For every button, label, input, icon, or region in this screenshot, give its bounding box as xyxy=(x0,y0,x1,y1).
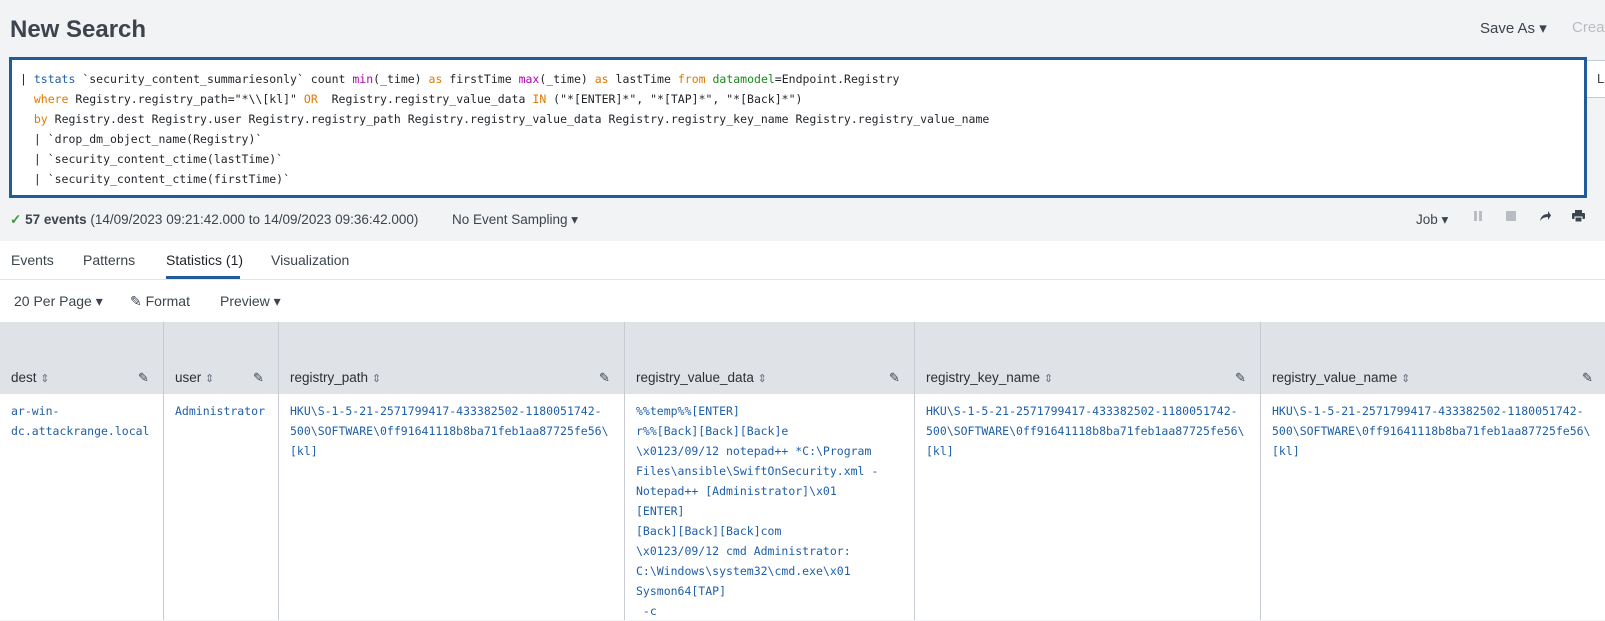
query-text xyxy=(20,92,34,106)
sort-icon[interactable]: ⇕ xyxy=(757,373,767,385)
pencil-icon[interactable]: ✎ xyxy=(1235,370,1246,385)
query-keyword: as xyxy=(594,72,609,86)
tab-statistics[interactable]: Statistics (1) xyxy=(166,252,244,268)
table-header xyxy=(0,322,1605,394)
query-text: (_time) xyxy=(539,72,595,86)
column-header-label: registry_path xyxy=(290,370,369,385)
query-text: | `security_content_ctime(lastTime)` xyxy=(20,152,284,166)
column-header-user[interactable]: user ⇕ xyxy=(175,370,214,385)
column-header-label: user xyxy=(175,370,202,385)
query-text: | `drop_dm_object_name(Registry)` xyxy=(20,132,263,146)
sort-icon[interactable]: ⇕ xyxy=(1043,373,1054,385)
query-line: | tstats `security_content_summariesonly… xyxy=(20,69,1584,89)
query-line: by Registry.dest Registry.user Registry.… xyxy=(20,109,1584,129)
query-text: Registry.registry_path="*\\[kl]" xyxy=(68,92,304,106)
query-line: | `security_content_ctime(firstTime)` xyxy=(20,169,1584,189)
column-divider xyxy=(1260,322,1261,620)
cell-registry-key-name[interactable]: HKU\S-1-5-21-2571799417-433382502-118005… xyxy=(926,404,1245,458)
column-header-registry-path[interactable]: registry_path ⇕ xyxy=(290,370,381,385)
column-header-label: dest xyxy=(11,370,37,385)
cell-user[interactable]: Administrator xyxy=(175,404,266,418)
results-toolbar xyxy=(0,280,1605,322)
column-divider xyxy=(914,322,915,620)
query-text: Registry.registry_value_data xyxy=(317,92,533,106)
query-keyword: tstats xyxy=(33,72,76,86)
query-keyword: min xyxy=(352,72,374,86)
event-sampling-dropdown[interactable]: No Event Sampling ▾ xyxy=(452,212,579,227)
save-as-button[interactable]: Save As ▾ xyxy=(1480,20,1547,37)
preview-dropdown[interactable]: Preview ▾ xyxy=(220,293,281,309)
query-keyword: from xyxy=(677,72,706,86)
pencil-icon[interactable]: ✎ xyxy=(1582,370,1593,385)
query-text xyxy=(20,112,34,126)
time-range: (14/09/2023 09:21:42.000 to 14/09/2023 0… xyxy=(86,212,419,227)
query-text: | xyxy=(20,72,34,86)
tab-events[interactable]: Events xyxy=(11,252,54,268)
pencil-icon[interactable]: ✎ xyxy=(599,370,610,385)
column-header-registry-key-name[interactable]: registry_key_name ⇕ xyxy=(926,370,1053,385)
format-label: Format xyxy=(145,293,190,309)
query-text: `security_content_summariesonly` count xyxy=(75,72,353,86)
column-header-label: registry_value_data xyxy=(636,370,754,385)
sort-icon[interactable]: ⇕ xyxy=(205,373,215,385)
column-divider xyxy=(278,322,279,620)
tab-visualization[interactable]: Visualization xyxy=(271,252,350,268)
pause-icon[interactable] xyxy=(1473,210,1483,225)
cell-registry-path[interactable]: HKU\S-1-5-21-2571799417-433382502-118005… xyxy=(290,404,609,458)
event-summary: ✓ 57 events (14/09/2023 09:21:42.000 to … xyxy=(10,212,418,228)
column-divider xyxy=(163,322,164,620)
query-line: | `security_content_ctime(lastTime)` xyxy=(20,149,1584,169)
pencil-icon: ✎ xyxy=(130,293,142,309)
pencil-icon[interactable]: ✎ xyxy=(253,370,264,385)
query-keyword: OR xyxy=(303,92,318,106)
cell-registry-value-name[interactable]: HKU\S-1-5-21-2571799417-433382502-118005… xyxy=(1272,404,1591,458)
query-text: =Endpoint.Registry xyxy=(774,72,900,86)
column-header-dest[interactable]: dest ⇕ xyxy=(11,370,50,385)
check-icon: ✓ xyxy=(10,212,22,227)
column-header-label: registry_value_name xyxy=(1272,370,1398,385)
sort-icon[interactable]: ⇕ xyxy=(1401,373,1411,385)
search-query-editor[interactable]: | tstats `security_content_summariesonly… xyxy=(9,57,1587,198)
tab-patterns[interactable]: Patterns xyxy=(83,252,136,268)
share-icon[interactable] xyxy=(1539,210,1552,225)
format-button[interactable]: ✎ Format xyxy=(130,293,190,310)
cell-registry-value-data[interactable]: %%temp%%[ENTER] r%%[Back][Back][Back]e \… xyxy=(636,404,879,618)
query-text: | `security_content_ctime(firstTime)` xyxy=(20,172,291,186)
column-header-label: registry_key_name xyxy=(926,370,1041,385)
stop-icon[interactable] xyxy=(1505,210,1517,225)
page-title: New Search xyxy=(10,16,147,43)
side-panel-button[interactable]: L xyxy=(1586,60,1605,98)
query-keyword: max xyxy=(518,72,540,86)
query-keyword: as xyxy=(428,72,443,86)
query-text: Registry.dest Registry.user Registry.reg… xyxy=(47,112,990,126)
query-text: ("*[ENTER]*", "*[TAP]*", "*[Back]*") xyxy=(546,92,803,106)
query-keyword: where xyxy=(33,92,69,106)
query-line: where Registry.registry_path="*\\[kl]" O… xyxy=(20,89,1584,109)
query-text: lastTime xyxy=(608,72,678,86)
event-count: 57 events xyxy=(25,212,87,227)
column-header-registry-value-data[interactable]: registry_value_data ⇕ xyxy=(636,370,767,385)
results-tabs xyxy=(0,241,1605,280)
per-page-dropdown[interactable]: 20 Per Page ▾ xyxy=(14,293,103,309)
job-dropdown[interactable]: Job ▾ xyxy=(1416,212,1449,227)
sort-icon[interactable]: ⇕ xyxy=(371,373,382,385)
active-tab-indicator xyxy=(166,276,240,279)
query-keyword: by xyxy=(33,112,48,126)
cell-dest[interactable]: ar-win- dc.attackrange.local xyxy=(11,404,150,438)
create-button[interactable]: Creat xyxy=(1572,19,1605,36)
query-text: (_time) xyxy=(373,72,429,86)
pencil-icon[interactable]: ✎ xyxy=(138,370,149,385)
print-icon[interactable] xyxy=(1572,210,1585,225)
query-line: | `drop_dm_object_name(Registry)` xyxy=(20,129,1584,149)
query-keyword: IN xyxy=(532,92,547,106)
column-divider xyxy=(624,322,625,620)
table-body xyxy=(0,394,1605,620)
query-keyword: datamodel xyxy=(712,72,775,86)
query-text: firstTime xyxy=(442,72,519,86)
column-header-registry-value-name[interactable]: registry_value_name ⇕ xyxy=(1272,370,1410,385)
sort-icon[interactable]: ⇕ xyxy=(40,373,50,385)
pencil-icon[interactable]: ✎ xyxy=(889,370,900,385)
